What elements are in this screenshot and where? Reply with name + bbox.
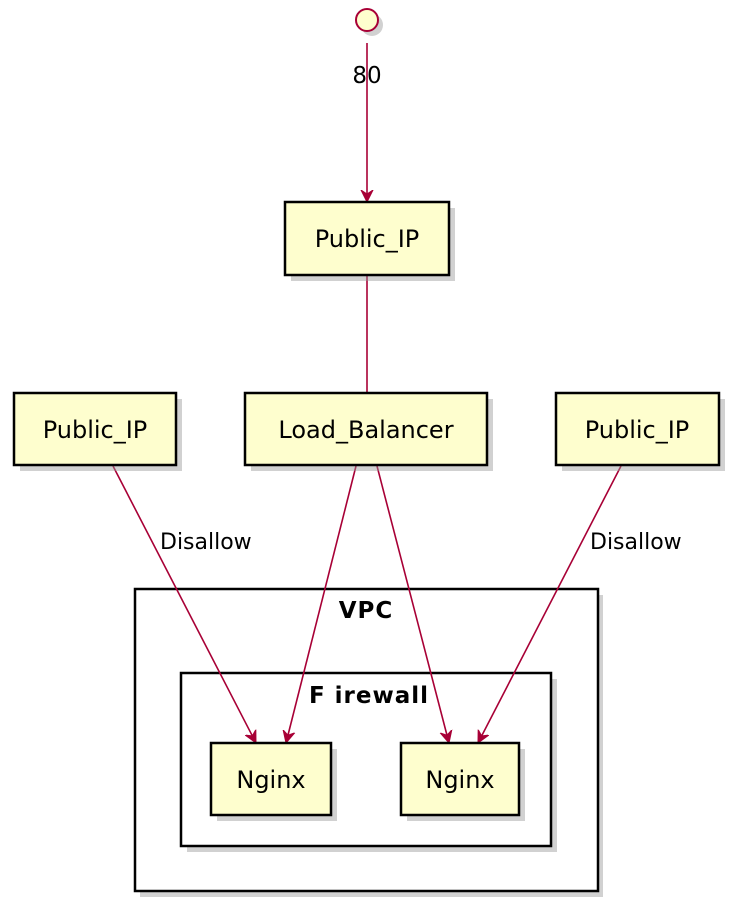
nginx-right-node: Nginx (399, 741, 525, 821)
vpc-label: VPC (339, 598, 394, 624)
nginx-right-label: Nginx (425, 766, 494, 794)
edges (112, 43, 622, 743)
right-disallow-label: Disallow (590, 530, 682, 555)
edge-load-balancer-to-right-nginx (376, 465, 449, 743)
edge-load-balancer-to-left-nginx (286, 465, 357, 743)
load-balancer-label: Load_Balancer (278, 416, 453, 444)
load-balancer-node: Load_Balancer (243, 391, 493, 471)
left-disallow-label: Disallow (160, 530, 252, 555)
firewall-label: F irewall (309, 683, 429, 709)
public-ip-top-node: Public_IP (283, 200, 455, 281)
public-ip-right-node: Public_IP (554, 391, 725, 471)
nginx-left-label: Nginx (236, 766, 305, 794)
edge-left-public-ip-to-nginx (112, 465, 257, 743)
edge-right-public-ip-to-nginx (477, 465, 622, 743)
public-ip-left-node: Public_IP (12, 391, 182, 471)
public-ip-top-label: Public_IP (315, 225, 420, 253)
nginx-left-node: Nginx (209, 741, 337, 821)
public-ip-left-label: Public_IP (43, 416, 148, 444)
public-ip-right-label: Public_IP (585, 416, 690, 444)
